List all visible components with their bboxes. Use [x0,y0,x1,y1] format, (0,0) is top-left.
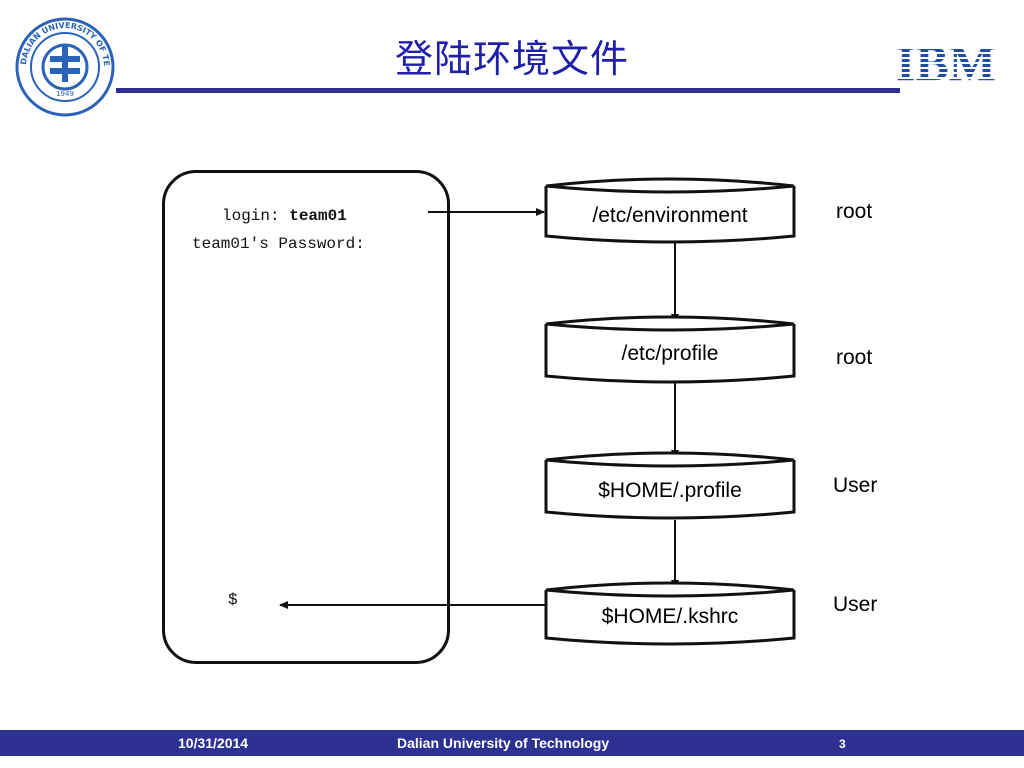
file-label-kshrc: $HOME/.kshrc [601,605,739,628]
terminal-window [162,170,450,664]
file-label-home-profile: $HOME/.profile [598,479,742,502]
page-title: 登陆环境文件 [394,37,629,81]
university-logo: DALIAN UNIVERSITY OF TECHNOLOGY 1949 [10,9,116,118]
file-cylinder-home-profile [544,451,796,520]
file-cylinder-environment [544,177,796,244]
ibm-logo-text: IBM [896,35,996,86]
footer-bar [0,730,1024,756]
login-user: team01 [289,207,347,225]
footer-organization: Dalian University of Technology [397,735,610,751]
file-cylinder-kshrc [544,581,796,646]
login-line: login: team01 [222,207,347,225]
role-label-kshrc: User [833,593,878,616]
login-prefix: login: [222,207,290,225]
password-prompt: team01's Password: [192,235,365,253]
file-label-profile: /etc/profile [621,342,719,365]
role-label-home-profile: User [833,474,878,497]
footer-date: 10/31/2014 [178,735,249,751]
logo-year: 1949 [56,90,74,98]
footer-page-number: 3 [839,737,846,751]
role-label-profile: root [836,346,873,369]
ibm-logo: IBM [886,34,1010,91]
file-cylinder-profile [544,315,796,384]
file-label-environment: /etc/environment [592,204,748,227]
role-label-environment: root [836,200,873,223]
header-divider [116,88,900,93]
shell-prompt: $ [228,591,238,609]
